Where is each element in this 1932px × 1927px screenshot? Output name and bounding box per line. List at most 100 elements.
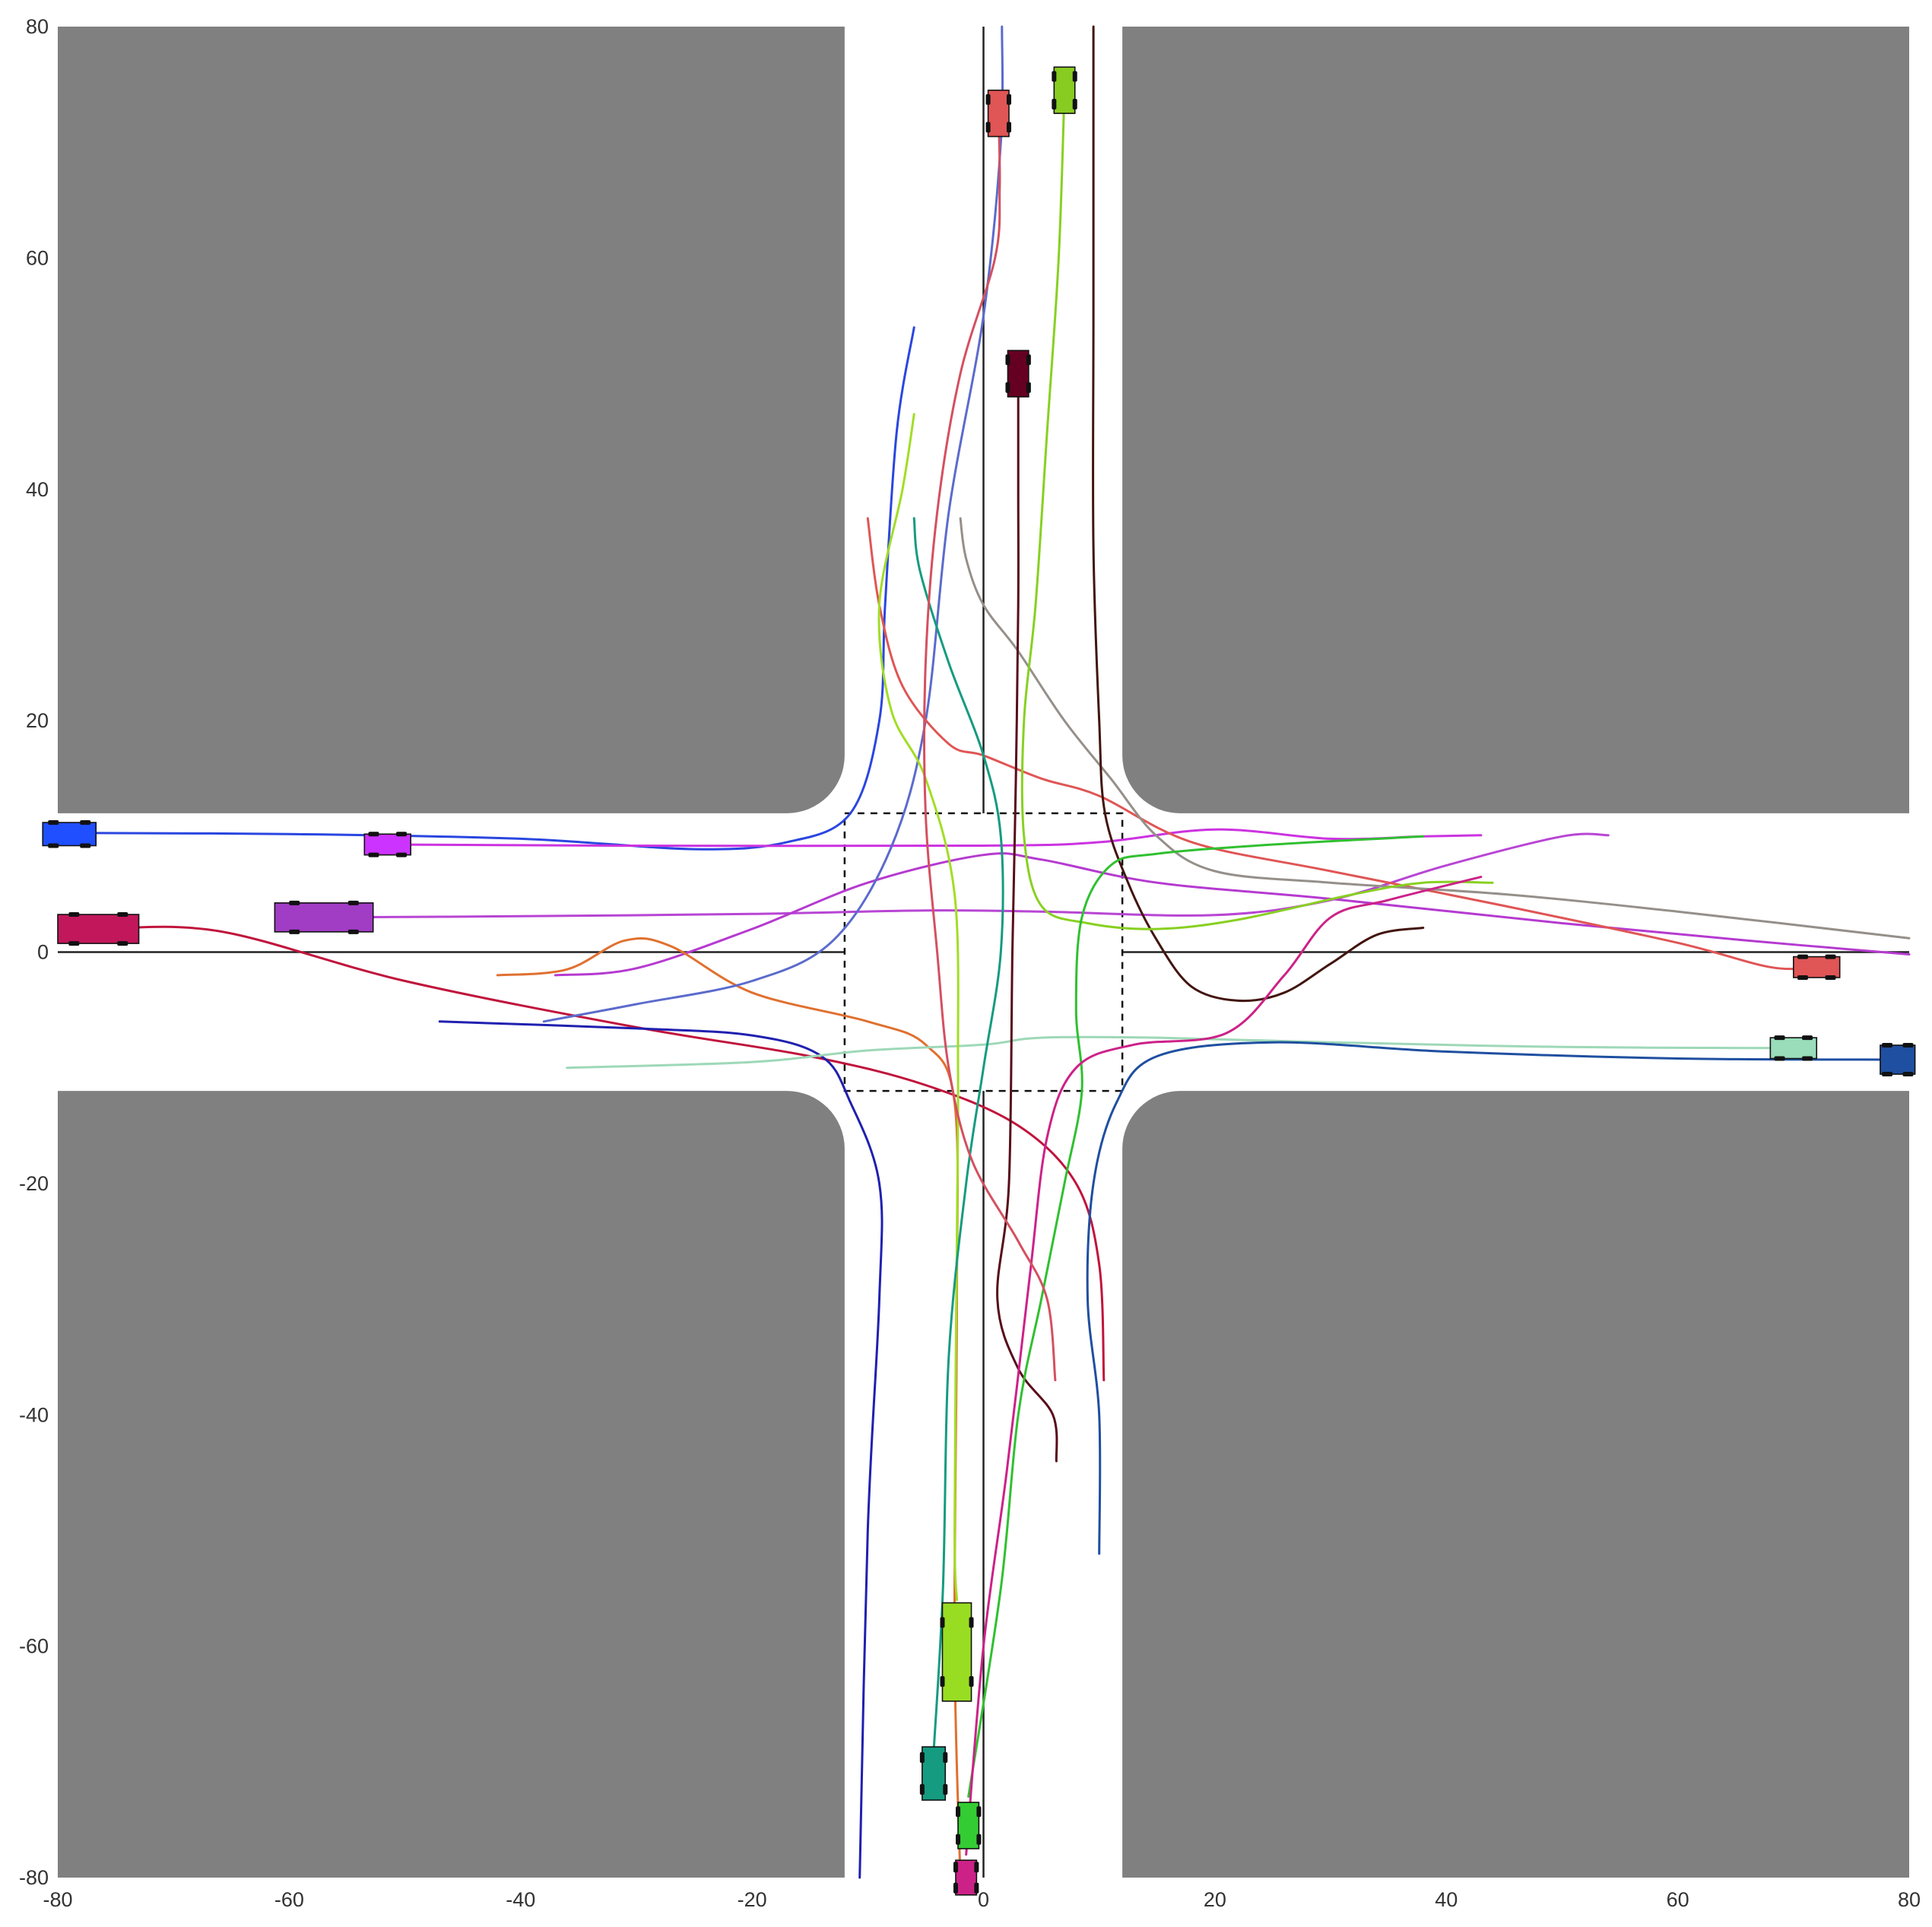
trajectories — [68, 25, 1911, 1879]
vehicle-wheel — [976, 1834, 982, 1845]
vehicle-wheel — [347, 929, 359, 934]
vehicle-body — [1007, 350, 1029, 398]
vehicle-body — [941, 1602, 972, 1702]
y-tick-label: 60 — [26, 246, 49, 269]
vehicle-wheel — [368, 832, 379, 837]
x-tick-label: 40 — [1435, 1888, 1458, 1911]
vehicle-2 — [57, 912, 140, 946]
vehicle-5 — [985, 89, 1011, 138]
vehicle-wheel — [395, 852, 407, 857]
vehicle-wheel — [395, 832, 407, 837]
vehicle-wheel — [956, 1834, 961, 1845]
vehicle-wheel — [919, 1784, 925, 1795]
vehicle-wheel — [1825, 954, 1836, 959]
conflict-zone-box — [843, 812, 1124, 1092]
vehicle-wheel — [969, 1676, 974, 1688]
x-tick-label: -20 — [738, 1888, 767, 1911]
x-tick-label: 60 — [1667, 1888, 1689, 1911]
vehicle-body — [274, 902, 374, 933]
trajectory-20 — [923, 112, 1057, 1382]
y-tick-label: -80 — [19, 1866, 49, 1889]
vehicle-wheel — [1882, 1043, 1893, 1048]
x-tick-label: -40 — [506, 1888, 535, 1911]
trajectory-9 — [566, 1035, 1795, 1070]
vehicle-wheel — [985, 93, 991, 105]
trajectory-17 — [967, 835, 1425, 1798]
vehicle-wheel — [80, 843, 91, 848]
vehicle-1 — [42, 820, 97, 848]
vehicle-wheel — [1026, 354, 1031, 366]
vehicle-wheel — [1797, 954, 1808, 959]
vehicle-wheel — [953, 1882, 958, 1894]
vehicle-wheel — [969, 1617, 974, 1628]
vehicle-wheel — [940, 1617, 945, 1628]
y-tick-label: 20 — [26, 709, 49, 732]
trajectory-19 — [1086, 1041, 1899, 1555]
vehicle-wheel — [956, 1806, 961, 1818]
x-tick-label: 20 — [1204, 1888, 1226, 1911]
trajectory-3 — [322, 832, 1610, 919]
vehicle-wheel — [1052, 71, 1057, 82]
vehicle-wheel — [976, 1806, 982, 1818]
vehicle-body — [957, 1802, 980, 1849]
vehicle-body — [922, 1746, 947, 1801]
vehicle-wheel — [1774, 1056, 1785, 1061]
vehicle-body — [955, 1859, 978, 1896]
vehicle-body — [987, 89, 1010, 138]
vehicles — [42, 66, 1916, 1896]
trajectory-12 — [1092, 25, 1425, 1003]
x-tick-label: 80 — [1898, 1888, 1921, 1911]
y-tick-label: 80 — [26, 15, 49, 38]
vehicle-wheel — [1902, 1072, 1914, 1077]
x-tick-label: 0 — [978, 1888, 989, 1911]
vehicle-body — [1053, 66, 1076, 114]
lane-markings — [58, 27, 1909, 1878]
grass-block-bottom-left — [58, 1091, 845, 1878]
vehicle-wheel — [1072, 71, 1077, 82]
vehicle-wheel — [1902, 1043, 1914, 1048]
vehicle-wheel — [1797, 975, 1808, 980]
vehicle-wheel — [1005, 354, 1010, 366]
y-tick-label: 0 — [37, 941, 49, 964]
vehicle-wheel — [68, 941, 80, 946]
vehicle-wheel — [1052, 98, 1057, 109]
trajectory-15 — [877, 413, 960, 1602]
vehicle-wheel — [1802, 1056, 1813, 1061]
vehicle-4 — [274, 900, 374, 934]
x-tick-label: -80 — [43, 1888, 72, 1911]
vehicle-wheel — [1774, 1035, 1785, 1041]
vehicle-wheel — [943, 1752, 948, 1764]
vehicle-12 — [919, 1746, 948, 1801]
vehicle-body — [42, 822, 97, 847]
vehicle-wheel — [1006, 93, 1011, 105]
trajectory-11 — [959, 517, 1911, 940]
vehicle-wheel — [919, 1752, 925, 1764]
vehicle-11 — [940, 1602, 974, 1702]
trajectory-6 — [438, 1020, 884, 1879]
vehicle-wheel — [68, 912, 80, 918]
trajectory-13 — [1020, 89, 1494, 930]
vehicle-wheel — [289, 900, 300, 905]
vehicle-body — [1880, 1044, 1916, 1075]
trajectory-1 — [68, 326, 915, 851]
vehicle-body — [1769, 1037, 1818, 1060]
y-tick-label: -60 — [19, 1635, 49, 1658]
vehicle-wheel — [974, 1862, 979, 1873]
trajectory-18 — [965, 876, 1483, 1856]
x-tick-label: -60 — [274, 1888, 304, 1911]
vehicle-wheel — [985, 122, 991, 133]
vehicle-wheel — [347, 900, 359, 905]
vehicle-wheel — [1882, 1072, 1893, 1077]
vehicle-wheel — [1802, 1035, 1813, 1041]
vehicle-wheel — [117, 941, 128, 946]
y-tick-label: -40 — [19, 1403, 49, 1426]
vehicle-wheel — [943, 1784, 948, 1795]
trajectory-7 — [496, 937, 962, 1879]
vehicle-body — [57, 914, 140, 944]
trajectory-16 — [912, 517, 1004, 1752]
trajectory-4 — [554, 852, 1911, 977]
vehicle-wheel — [1026, 382, 1031, 393]
vehicle-6 — [1052, 66, 1077, 114]
vehicle-7 — [1005, 350, 1031, 398]
vehicle-3 — [363, 832, 411, 857]
